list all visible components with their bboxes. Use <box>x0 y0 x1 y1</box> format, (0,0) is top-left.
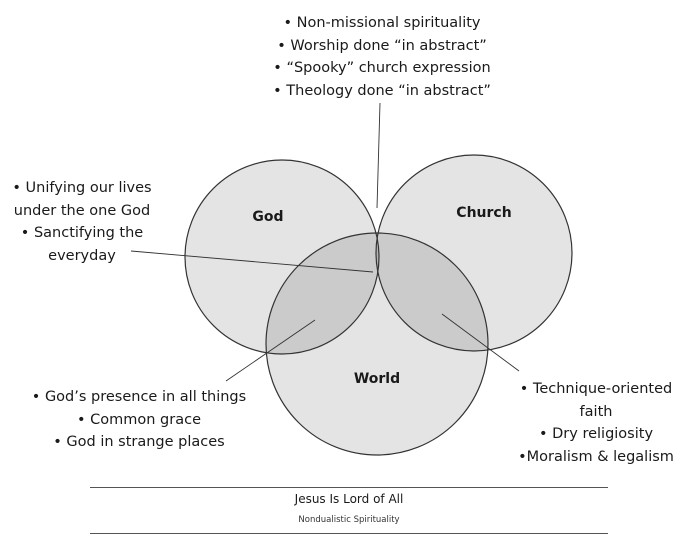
note-line: under the one God <box>13 202 151 219</box>
note-line: • Common grace <box>76 411 202 428</box>
god-circle-outline <box>184 159 380 355</box>
caption-rule-bottom <box>90 533 608 534</box>
world-label: World <box>354 371 400 387</box>
note-line: everyday <box>48 247 116 264</box>
note-line: • Unifying our lives <box>12 180 152 196</box>
note-church-world: • Technique-oriented faith • Dry religio… <box>508 378 684 468</box>
note-line: • “Spooky” church expression <box>273 60 491 76</box>
world-circle-outline <box>265 232 489 456</box>
note-god-church: • Non-missional spirituality • Worship d… <box>227 12 537 102</box>
note-line: • Non-missional spirituality <box>283 15 481 31</box>
leader-line-left <box>130 250 374 273</box>
caption-rule-top <box>90 487 608 488</box>
note-line: • Worship done “in abstract” <box>277 37 487 54</box>
note-god-world: • God’s presence in all things • Common … <box>24 386 254 454</box>
leader-line-top <box>376 102 381 209</box>
god-label: God <box>252 209 283 225</box>
note-line: •Moralism & legalism <box>518 448 674 465</box>
church-circle-outline <box>375 154 573 352</box>
church-label: Church <box>456 205 511 221</box>
leader-line-bottom-right <box>441 313 520 372</box>
note-center: • Unifying our lives under the one God •… <box>4 177 160 267</box>
note-line: • Theology done “in abstract” <box>273 82 491 99</box>
caption-title: Jesus Is Lord of All <box>294 492 404 506</box>
note-line: • Sanctifying the <box>20 225 144 241</box>
note-line: • Technique-oriented <box>519 381 673 397</box>
note-line: faith <box>579 403 613 420</box>
leader-line-bottom-left <box>225 319 316 382</box>
caption-subtitle: Nondualistic Spirituality <box>298 515 400 525</box>
note-line: • God’s presence in all things <box>31 389 247 405</box>
note-line: • Dry religiosity <box>538 426 654 442</box>
note-line: • God in strange places <box>53 434 225 450</box>
